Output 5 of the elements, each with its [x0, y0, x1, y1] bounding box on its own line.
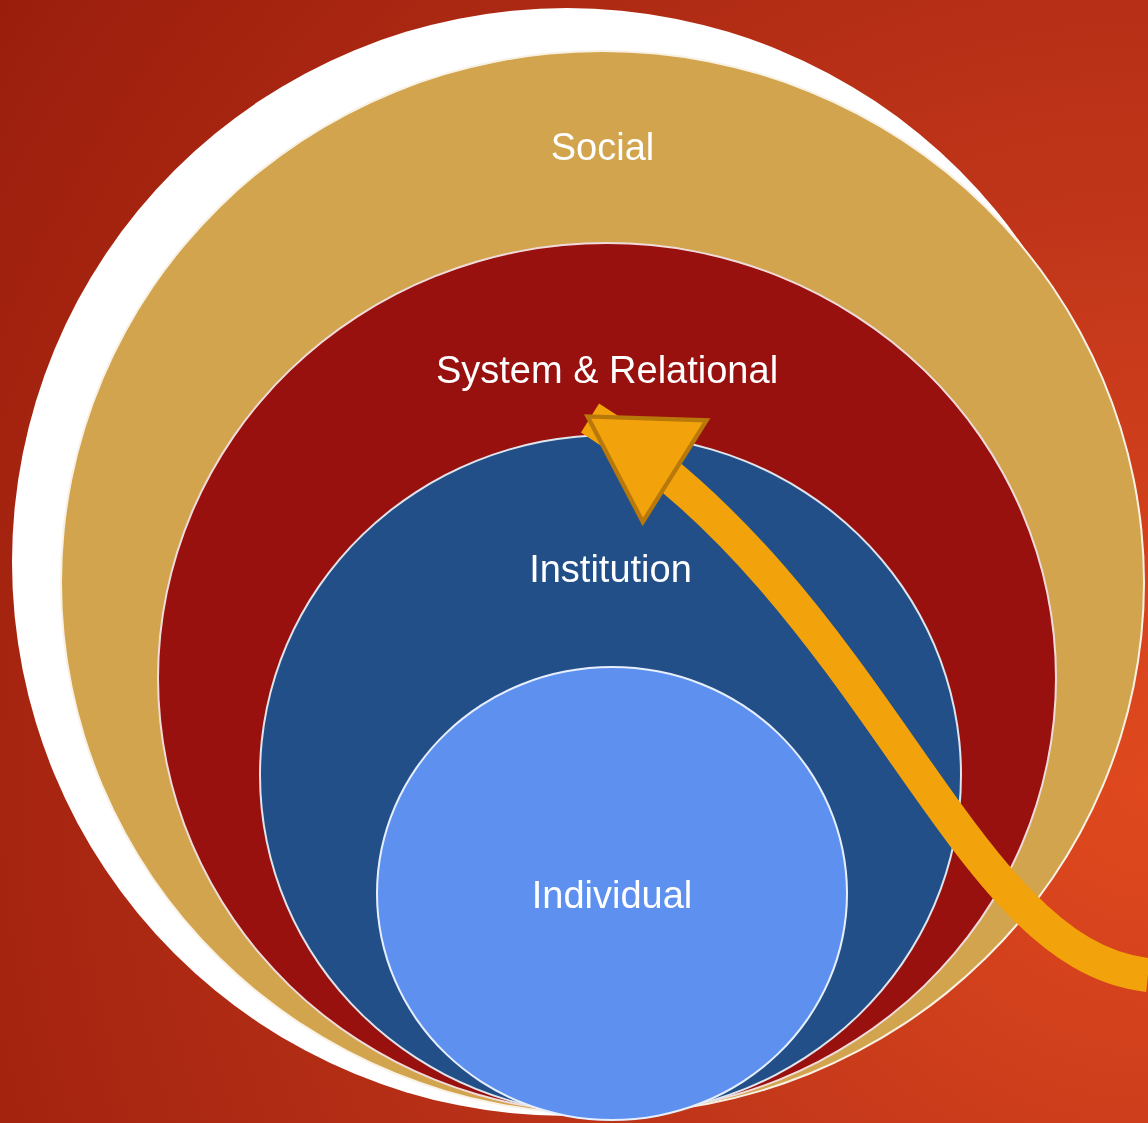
- circle-label: System & Relational: [435, 348, 779, 393]
- circle-label: Social: [550, 125, 655, 170]
- curved-arrow: [580, 404, 1148, 992]
- circle-label: Individual: [531, 873, 693, 918]
- circle-label: Institution: [529, 547, 692, 592]
